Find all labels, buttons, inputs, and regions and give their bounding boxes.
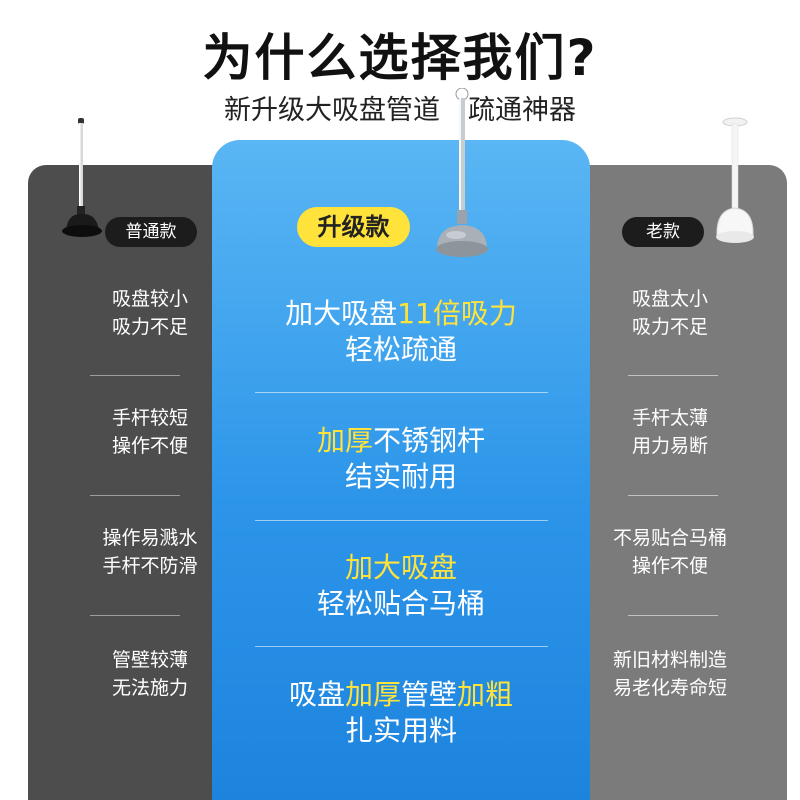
black-plunger-icon xyxy=(62,118,102,237)
upgraded-divider-1 xyxy=(255,392,548,393)
regular-item-2: 手杆较短 操作不便 xyxy=(111,407,188,457)
subtitle-left: 新升级大吸盘管道 xyxy=(224,95,440,126)
regular-item-4: 管壁较薄 无法施力 xyxy=(111,649,188,699)
old-divider-1 xyxy=(628,375,718,376)
upgraded-divider-3 xyxy=(255,646,548,647)
old-item-1: 吸盘太小 吸力不足 xyxy=(631,288,708,338)
page-subtitle: 新升级大吸盘管道疏通神器 xyxy=(0,88,800,127)
page-title: 为什么选择我们? xyxy=(202,29,598,87)
old-item-2: 手杆太薄 用力易断 xyxy=(631,407,708,457)
upgraded-item-2: 加厚不锈钢杆 结实耐用 xyxy=(316,424,486,493)
regular-item-3: 操作易溅水 手杆不防滑 xyxy=(102,527,198,577)
regular-divider-2 xyxy=(90,495,180,496)
regular-divider-3 xyxy=(90,615,180,616)
steel-plunger-icon xyxy=(436,88,488,257)
upgraded-item-3: 加大吸盘 轻松贴合马桶 xyxy=(316,551,485,620)
upgraded-item-4: 吸盘加厚管壁加粗 扎实用料 xyxy=(288,678,514,747)
old-item-4: 新旧材料制造 易老化寿命短 xyxy=(612,649,727,699)
column-upgraded xyxy=(212,140,590,800)
regular-item-1: 吸盘较小 吸力不足 xyxy=(111,288,188,338)
upgraded-item-1: 加大吸盘11倍吸力 轻松疏通 xyxy=(285,297,517,366)
upgraded-divider-2 xyxy=(255,520,548,521)
white-plunger-icon xyxy=(716,117,754,243)
badge-old: 老款 xyxy=(622,217,704,247)
badge-regular: 普通款 xyxy=(105,217,197,247)
subtitle-right: 疏通神器 xyxy=(468,95,576,126)
badge-upgraded: 升级款 xyxy=(297,207,410,247)
old-divider-3 xyxy=(628,615,718,616)
regular-divider-1 xyxy=(90,375,180,376)
old-divider-2 xyxy=(628,495,718,496)
old-item-3: 不易贴合马桶 操作不便 xyxy=(612,527,727,577)
